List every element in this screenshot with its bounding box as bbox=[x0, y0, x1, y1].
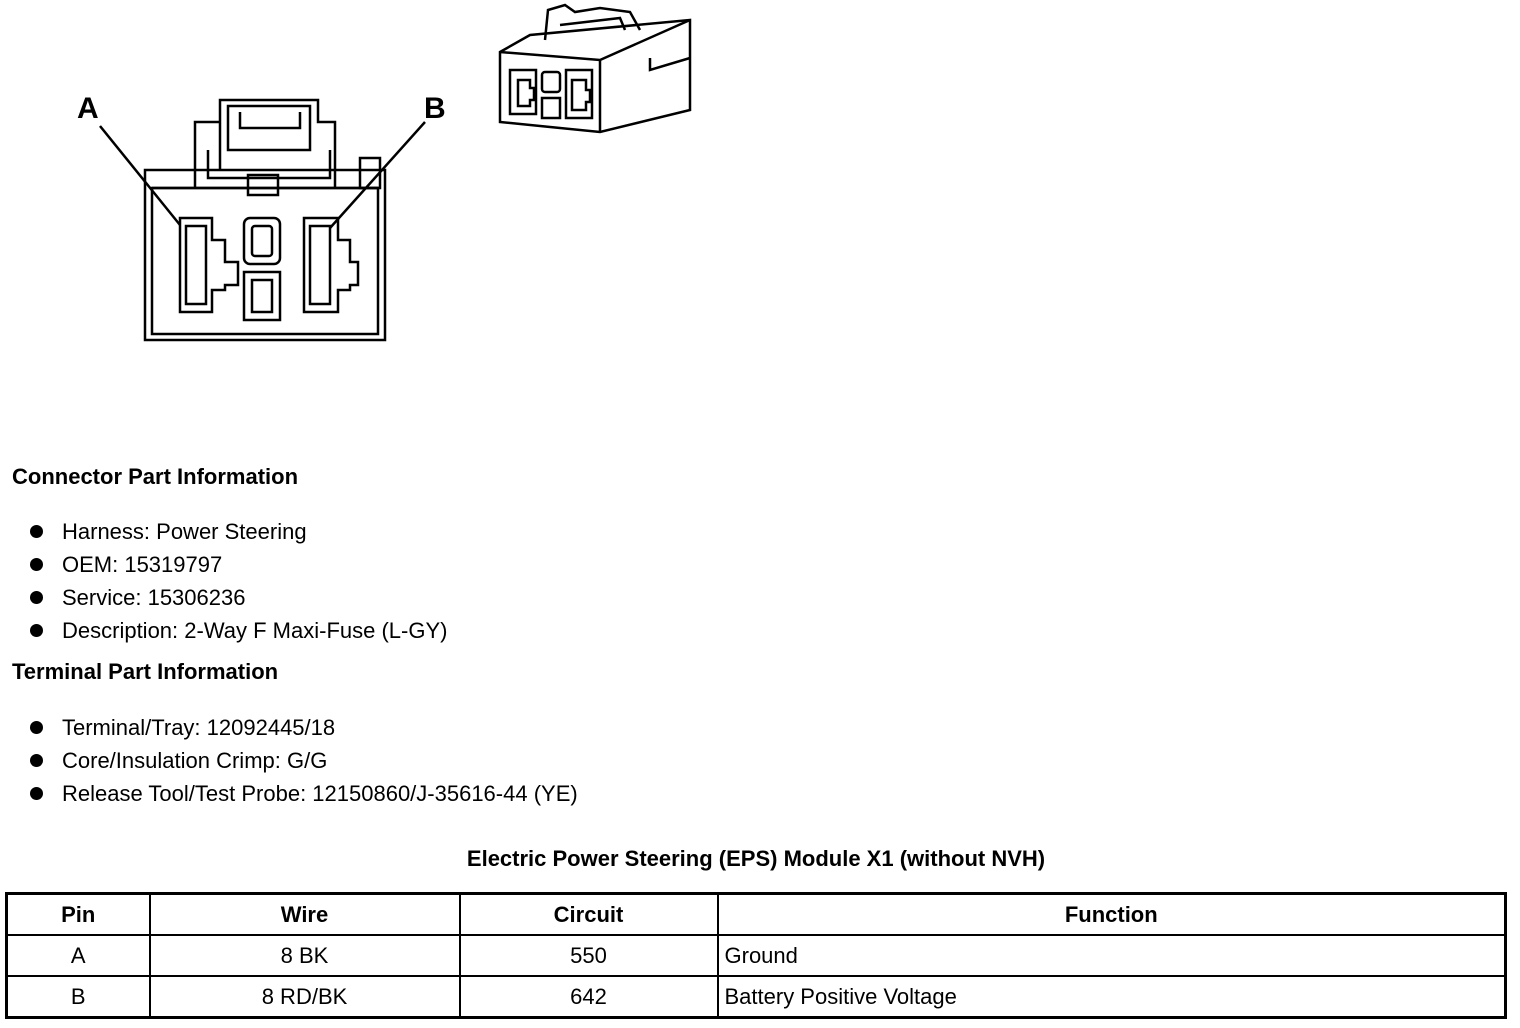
list-item: Release Tool/Test Probe: 12150860/J-3561… bbox=[28, 777, 578, 810]
bullet-icon bbox=[30, 591, 43, 604]
connector-part-info-heading: Connector Part Information bbox=[12, 464, 299, 489]
bullet-icon bbox=[30, 558, 43, 571]
description-text: Description: 2-Way F Maxi-Fuse (L-GY) bbox=[62, 618, 448, 643]
table-header-row: Pin Wire Circuit Function bbox=[5, 892, 1507, 936]
pin-b-leader-line bbox=[329, 121, 426, 229]
pin-a-leader-line bbox=[99, 125, 181, 226]
center-cavity-upper bbox=[242, 216, 282, 266]
terminal-tray-text: Terminal/Tray: 12092445/18 bbox=[62, 715, 336, 740]
oem-text: OEM: 15319797 bbox=[62, 552, 223, 577]
terminal-part-info-heading: Terminal Part Information bbox=[12, 659, 279, 684]
table-row: B 8 RD/BK 642 Battery Positive Voltage bbox=[5, 975, 1507, 1019]
harness-text: Harness: Power Steering bbox=[62, 519, 307, 544]
connector-isometric-view bbox=[498, 3, 692, 134]
pinout-table-title: Electric Power Steering (EPS) Module X1 … bbox=[466, 846, 1046, 871]
list-item: Service: 15306236 bbox=[28, 581, 447, 614]
release-tool-text: Release Tool/Test Probe: 12150860/J-3561… bbox=[62, 781, 578, 806]
crimp-text: Core/Insulation Crimp: G/G bbox=[62, 748, 328, 773]
list-item: Terminal/Tray: 12092445/18 bbox=[28, 711, 578, 744]
connector-part-info-list: Harness: Power Steering OEM: 15319797 Se… bbox=[28, 515, 447, 647]
wire-column-header: Wire bbox=[148, 892, 461, 936]
connector-face-diagram bbox=[99, 3, 692, 342]
bullet-icon bbox=[30, 721, 43, 734]
service-text: Service: 15306236 bbox=[62, 585, 246, 610]
list-item: OEM: 15319797 bbox=[28, 548, 447, 581]
pin-b-callout: B bbox=[424, 92, 446, 125]
circuit-cell: 550 bbox=[458, 934, 719, 977]
center-cavity-lower bbox=[242, 270, 282, 322]
table-row: A 8 BK 550 Ground bbox=[5, 934, 1507, 977]
connector-body-outline bbox=[143, 168, 387, 342]
pin-cell: A bbox=[5, 934, 151, 977]
pinout-table: Pin Wire Circuit Function A 8 BK 550 Gro… bbox=[5, 892, 1507, 1019]
pin-cell: B bbox=[5, 975, 151, 1019]
bullet-icon bbox=[30, 754, 43, 767]
circuit-column-header: Circuit bbox=[458, 892, 719, 936]
list-item: Description: 2-Way F Maxi-Fuse (L-GY) bbox=[28, 614, 447, 647]
function-cell: Ground bbox=[716, 934, 1507, 977]
pin-a-callout: A bbox=[77, 92, 99, 125]
function-column-header: Function bbox=[716, 892, 1507, 936]
bullet-icon bbox=[30, 525, 43, 538]
terminal-cavity-a bbox=[178, 216, 240, 314]
wire-cell: 8 BK bbox=[148, 934, 461, 977]
terminal-cavity-b bbox=[302, 216, 360, 314]
pin-column-header: Pin bbox=[5, 892, 151, 936]
circuit-cell: 642 bbox=[458, 975, 719, 1019]
wire-cell: 8 RD/BK bbox=[148, 975, 461, 1019]
function-cell: Battery Positive Voltage bbox=[716, 975, 1507, 1019]
bullet-icon bbox=[30, 624, 43, 637]
list-item: Core/Insulation Crimp: G/G bbox=[28, 744, 578, 777]
terminal-part-info-list: Terminal/Tray: 12092445/18 Core/Insulati… bbox=[28, 711, 578, 810]
list-item: Harness: Power Steering bbox=[28, 515, 447, 548]
bullet-icon bbox=[30, 787, 43, 800]
